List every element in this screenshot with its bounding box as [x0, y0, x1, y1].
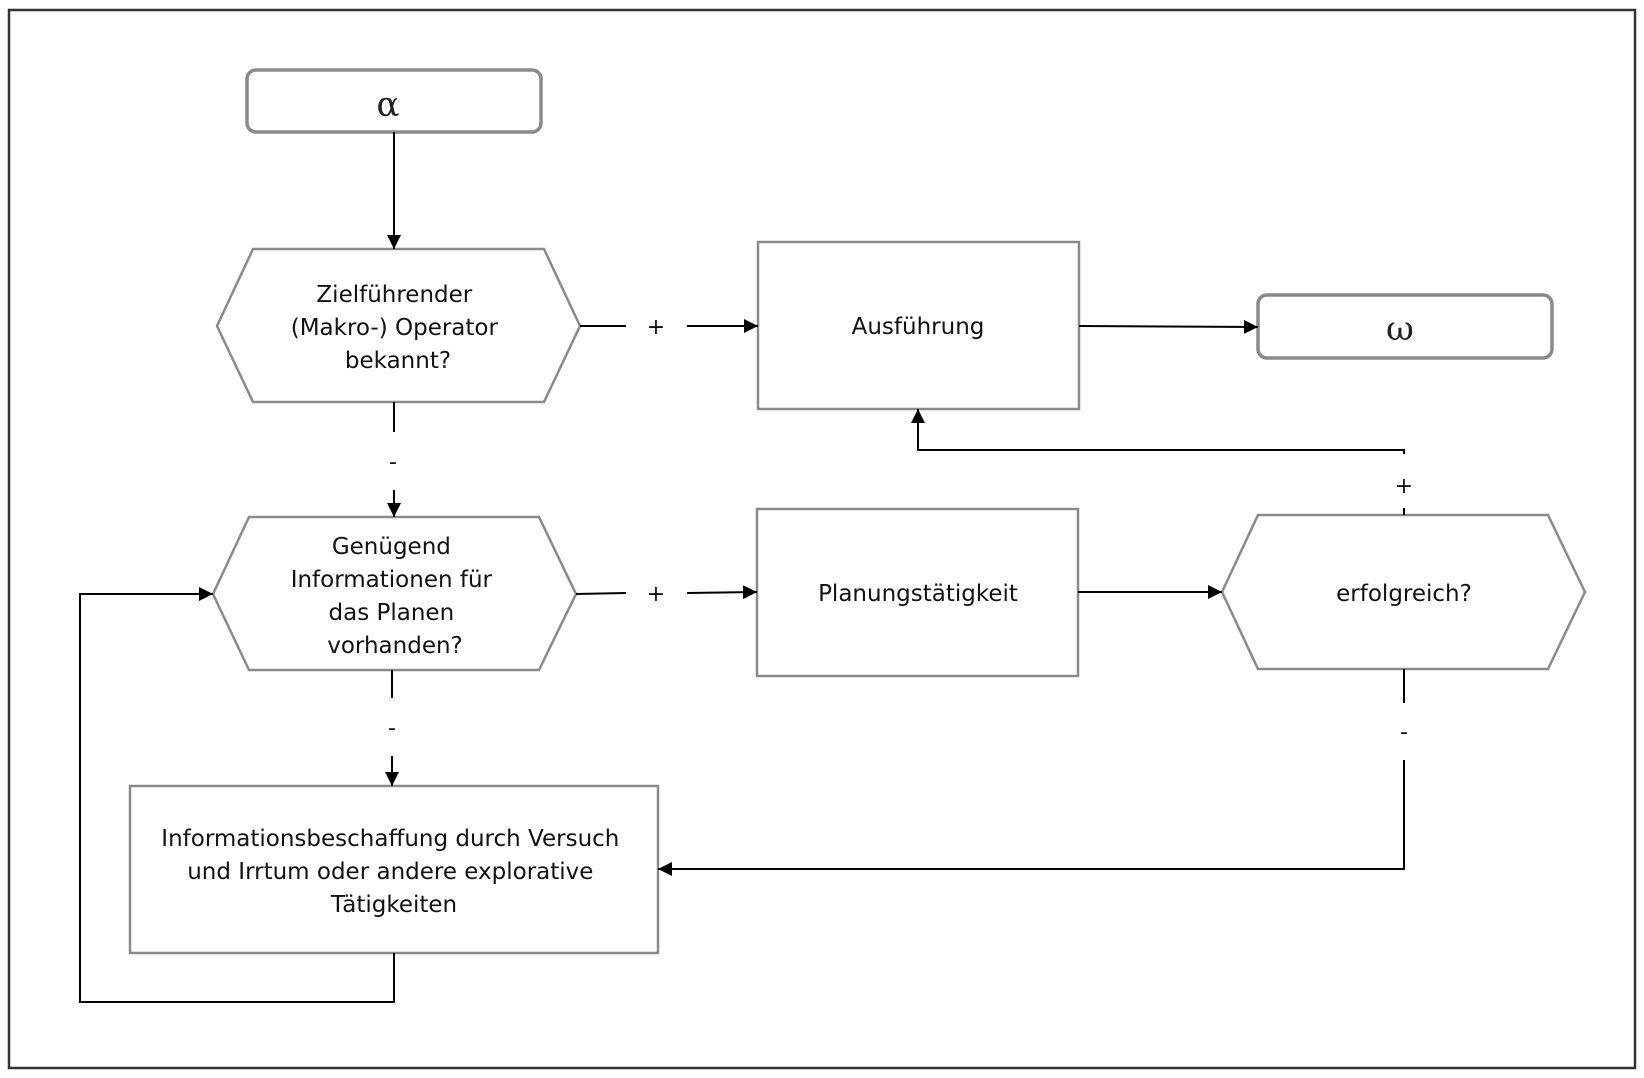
planning-node: Planungstätigkeit	[755, 507, 1080, 678]
information-gathering-node: Informationsbeschaffung durch Versuch un…	[128, 784, 660, 955]
end-node: ω	[1256, 293, 1554, 360]
edge-label-operator-no: -	[389, 450, 397, 475]
execution-label: Ausführung	[852, 314, 985, 340]
decision-operator-line-2: (Makro-) Operator	[291, 315, 499, 341]
edge-label-operator-yes: +	[647, 315, 665, 340]
decision-information-node: Genügend Informationen für das Planen vo…	[211, 515, 578, 672]
edge-information-to-planning	[575, 585, 758, 600]
start-label: α	[377, 85, 400, 125]
edge-gathering-loop-to-information	[79, 587, 395, 1003]
decision-success-node: erfolgreich?	[1220, 513, 1587, 671]
decision-operator-line-1: Zielführender	[316, 282, 472, 308]
outer-frame	[7, 8, 1637, 1070]
decision-success-label: erfolgreich?	[1336, 581, 1472, 607]
edge-label-success-yes: +	[1395, 474, 1413, 499]
start-node: α	[245, 68, 543, 134]
information-gathering-label: Informationsbeschaffung durch Versuch un…	[161, 826, 626, 918]
information-gathering-line-2: und Irrtum oder andere explorative	[187, 859, 593, 885]
decision-operator-label: Zielführender (Makro-) Operator bekannt?	[291, 282, 506, 374]
decision-information-line-2: Informationen für	[291, 567, 493, 593]
decision-information-line-4: vorhanden?	[327, 633, 463, 659]
decision-operator-node: Zielführender (Makro-) Operator bekannt?	[215, 247, 582, 404]
information-gathering-line-3: Tätigkeiten	[330, 892, 457, 918]
information-gathering-line-1: Informationsbeschaffung durch Versuch	[161, 826, 619, 852]
planning-label: Planungstätigkeit	[818, 581, 1018, 607]
execution-node: Ausführung	[756, 240, 1081, 411]
edge-label-information-no: -	[388, 716, 396, 741]
edge-success-to-execution	[911, 409, 1405, 515]
decision-information-line-3: das Planen	[329, 600, 455, 626]
end-label: ω	[1386, 309, 1414, 349]
edge-label-success-no: -	[1400, 720, 1408, 745]
decision-operator-line-3: bekannt?	[345, 348, 451, 374]
decision-information-label: Genügend Informationen für das Planen vo…	[291, 534, 500, 659]
edge-success-to-gathering	[658, 669, 1405, 876]
edge-execution-to-end	[1078, 319, 1259, 334]
edge-label-information-yes: +	[647, 582, 665, 607]
decision-information-line-1: Genügend	[332, 534, 451, 560]
